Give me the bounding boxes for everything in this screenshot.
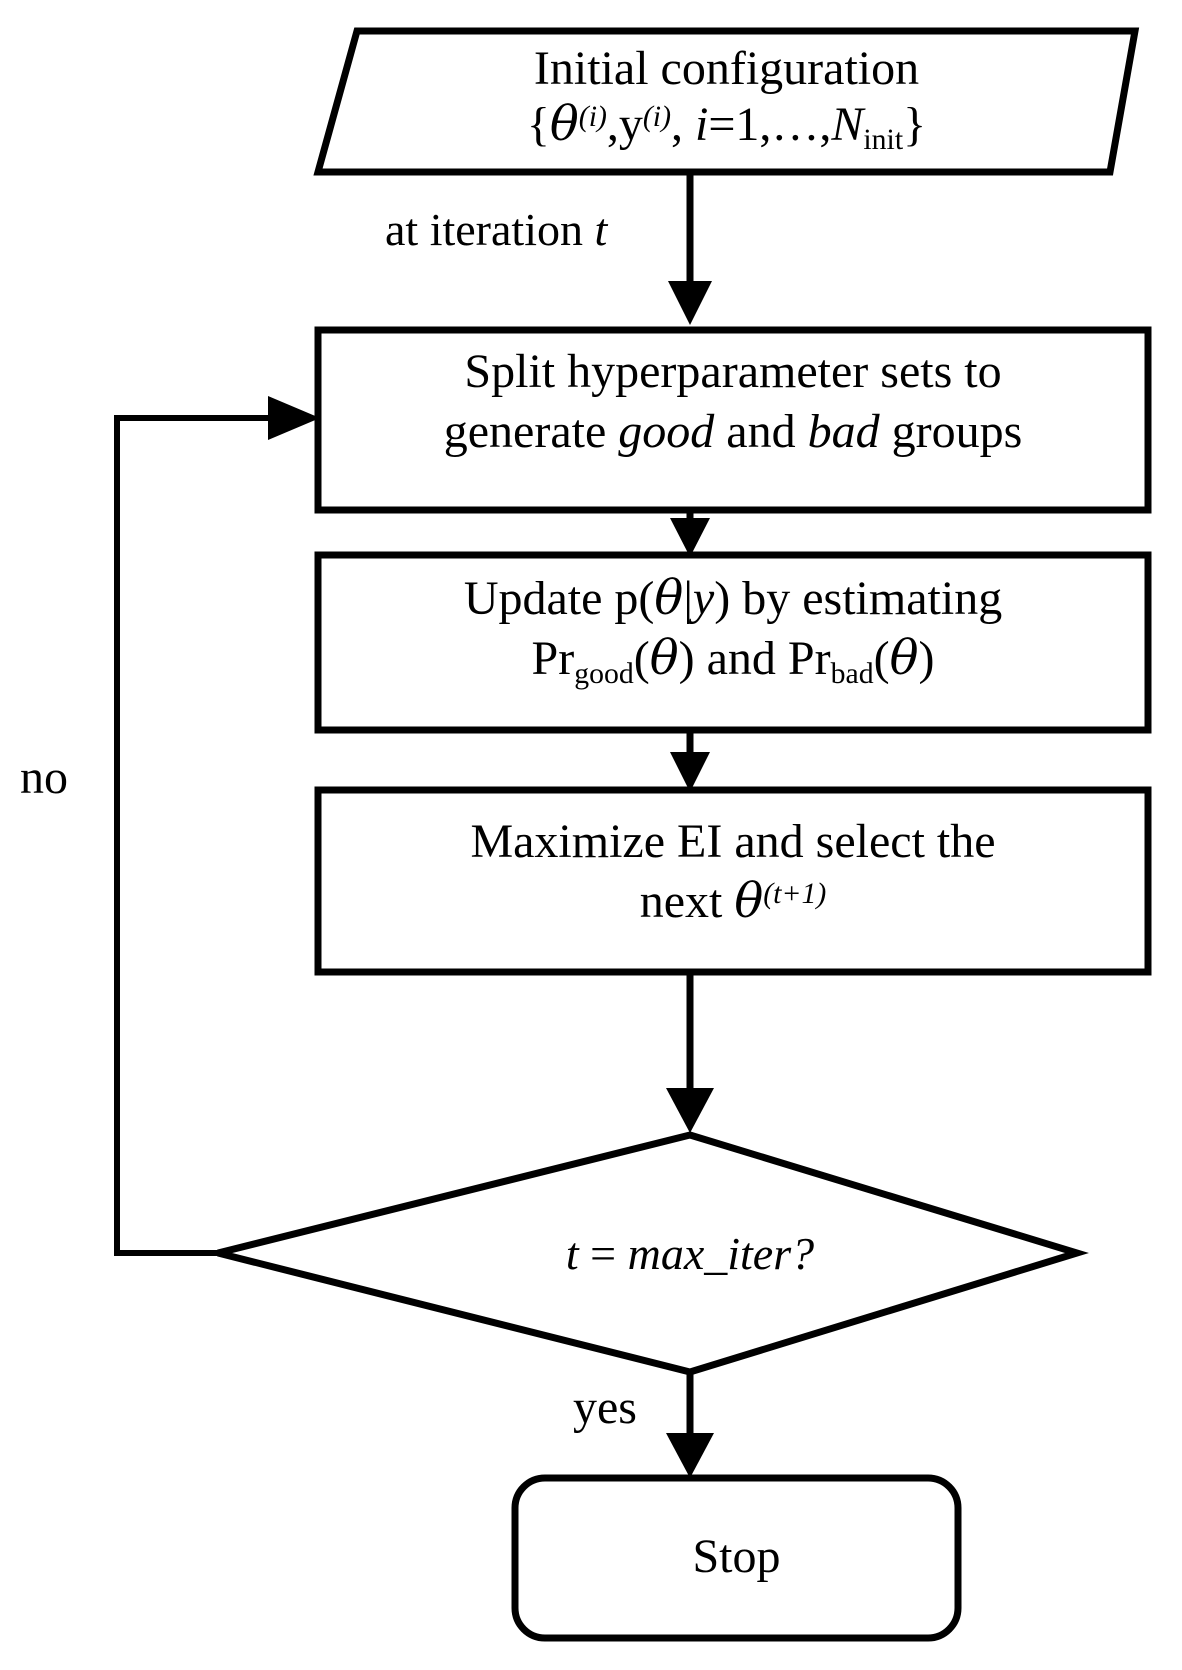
edge-label-yes: yes	[573, 1381, 637, 1434]
edge-split-to-update-arrowhead	[670, 518, 710, 557]
edge-label-no: no	[20, 751, 68, 804]
edge-maximize-to-decision-arrowhead	[666, 1088, 714, 1133]
node-update-posterior-shape	[314, 551, 1152, 734]
node-split-hyperparameter-sets-shape	[314, 326, 1152, 514]
at-iteration-variable: t	[594, 204, 608, 255]
node-max-iter-decision-shape	[217, 1131, 1089, 1376]
node-stop-shape	[511, 1474, 962, 1642]
edge-update-to-maximize-arrowhead	[670, 752, 710, 792]
node-initial-configuration-shape	[313, 27, 1140, 176]
edge-initial-to-split-arrowhead	[668, 281, 712, 325]
edge-decision-no-loop-line	[114, 415, 268, 1256]
edge-label-at-iteration: at iteration t	[385, 203, 607, 256]
edge-decision-no-loop-arrowhead	[268, 396, 320, 440]
at-iteration-text: at iteration	[385, 204, 595, 255]
edge-decision-yes-stop-arrowhead	[666, 1433, 714, 1478]
node-maximize-ei-shape	[314, 786, 1152, 976]
